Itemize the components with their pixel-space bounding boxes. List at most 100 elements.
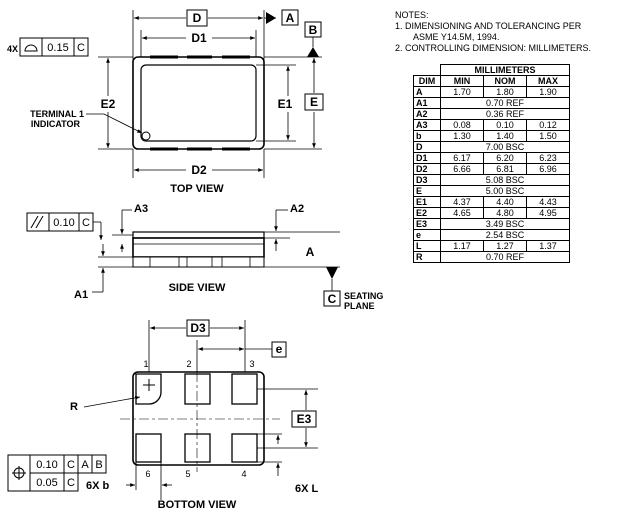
- dim-label-A: A: [306, 245, 315, 259]
- tol2-datum-C: C: [67, 477, 75, 489]
- tol1-datum-A: A: [81, 459, 89, 471]
- datum-label-B: B: [309, 23, 318, 37]
- pad-3: [231, 373, 258, 405]
- cell-min: 4.37: [440, 196, 484, 208]
- datum-box-C: [323, 290, 341, 307]
- cell-nom: 4.40: [483, 196, 527, 208]
- cell-dim: A1: [413, 97, 441, 109]
- cell-dim: A3: [413, 119, 441, 131]
- tol1-datum-B: B: [95, 459, 102, 471]
- cell-dim: A: [413, 86, 441, 98]
- cell-nom: 4.80: [483, 207, 527, 219]
- datum-label-A: A: [286, 11, 295, 25]
- note-number: 2.: [395, 43, 403, 53]
- package-outline-bottom: [132, 371, 265, 466]
- bottom-view: D3 e 1 2 3 4 5 6 R: [7, 319, 319, 511]
- terminal-1-indicator-circle: [141, 131, 151, 141]
- parallelism-icon: [30, 215, 39, 229]
- dim-label-R: R: [70, 401, 78, 413]
- note-1: 1. DIMENSIONING AND TOLERANCING PER: [395, 21, 617, 32]
- dim-label-L: 6X L: [295, 483, 319, 495]
- parallelism-icon: [35, 215, 44, 229]
- cell-span-value: 2.54 BSC: [440, 229, 570, 241]
- dim-label-A3: A3: [134, 203, 148, 215]
- terminal-indicator-leader: [86, 113, 143, 134]
- side-view-caption: SIDE VIEW: [169, 282, 226, 294]
- dim-label-D3: D3: [190, 321, 206, 335]
- cell-nom: 6.81: [483, 163, 527, 175]
- dim-label-E: E: [310, 95, 318, 109]
- cell-max: 4.95: [526, 207, 570, 219]
- pin-number-6: 6: [145, 469, 150, 479]
- terminal-indicator-label-1: TERMINAL 1: [30, 109, 84, 119]
- tol-symbol-cell: [26, 212, 50, 232]
- cell-nom: 1.27: [483, 240, 527, 252]
- cell-span-value: 0.70 REF: [440, 97, 570, 109]
- tol1-value: 0.10: [36, 459, 57, 471]
- cell-dim: E1: [413, 196, 441, 208]
- tol-datum: C: [77, 42, 85, 54]
- tol-value: 0.10: [53, 217, 74, 229]
- cell-span-value: 0.70 REF: [440, 251, 570, 263]
- dim-label-E3: E3: [297, 412, 312, 426]
- package-base-side: [132, 256, 265, 268]
- dim-label-E2: E2: [101, 97, 116, 111]
- cell-dim: D: [413, 141, 441, 153]
- column-header-nom: NOM: [483, 75, 527, 87]
- cell-span-value: 5.00 BSC: [440, 185, 570, 197]
- notes-heading: NOTES:: [395, 10, 429, 20]
- cell-max: 0.12: [526, 119, 570, 131]
- cell-min: 6.17: [440, 152, 484, 164]
- cell-dim: E2: [413, 207, 441, 219]
- cell-dim: E3: [413, 218, 441, 230]
- datum-triangle-C: [326, 267, 338, 279]
- profile-of-surface-icon: [24, 44, 38, 52]
- dim-box-e: [271, 341, 287, 358]
- cell-max: 1.37: [526, 240, 570, 252]
- cell-dim: D3: [413, 174, 441, 186]
- tol-symbol-cell: [19, 37, 43, 57]
- cell-span-value: 7.00 BSC: [440, 141, 570, 153]
- cell-min: 6.66: [440, 163, 484, 175]
- terminal-indicator-label-2: INDICATOR: [31, 119, 81, 129]
- cell-span-value: 0.36 REF: [440, 108, 570, 120]
- pad-4: [231, 433, 258, 463]
- top-view: D A D1 TERMINAL 1 INDICATOR 4X 0.15: [7, 9, 324, 195]
- column-header-max: MAX: [526, 75, 570, 87]
- pin-number-5: 5: [185, 469, 190, 479]
- pin-number-2: 2: [186, 359, 191, 369]
- cell-dim: L: [413, 240, 441, 252]
- note-2: 2. CONTROLLING DIMENSION: MILLIMETERS.: [395, 43, 617, 54]
- seating-plane-label-1: SEATING: [344, 291, 383, 301]
- cell-nom: 1.40: [483, 130, 527, 142]
- package-lid-side: [132, 231, 265, 239]
- cell-max: 6.23: [526, 152, 570, 164]
- cell-min: 0.08: [440, 119, 484, 131]
- tol1-datum-C: C: [67, 459, 75, 471]
- tol2-datum-cell: [63, 472, 79, 492]
- package-outline-top: [132, 56, 265, 150]
- note-number: 1.: [395, 21, 403, 31]
- cell-dim: A2: [413, 108, 441, 120]
- tol2-value: 0.05: [36, 477, 57, 489]
- cell-max: 1.90: [526, 86, 570, 98]
- top-view-caption: TOP VIEW: [170, 183, 224, 195]
- cell-dim: e: [413, 229, 441, 241]
- pin-number-3: 3: [249, 359, 254, 369]
- dim-label-e: e: [276, 342, 283, 356]
- cell-max: 1.50: [526, 130, 570, 142]
- dim-box-D3: [186, 319, 210, 337]
- note-text: CONTROLLING DIMENSION: MILLIMETERS.: [405, 43, 592, 53]
